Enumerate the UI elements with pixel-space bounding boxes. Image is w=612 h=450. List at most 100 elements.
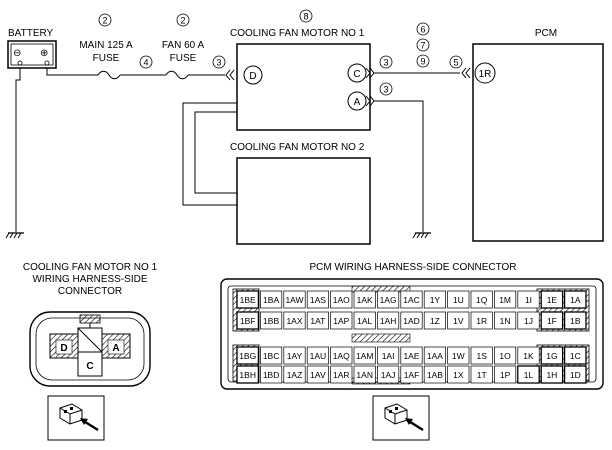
terminal-1r bbox=[474, 62, 496, 84]
pcm-pin-box bbox=[540, 290, 564, 309]
pcm-connector-title: PCM WIRING HARNESS-SIDE CONNECTOR bbox=[309, 262, 516, 273]
circled-number-pcm-mid: 7 bbox=[420, 41, 425, 51]
pcm-pin-label: 1AS bbox=[310, 295, 326, 305]
pcm-pin-label: 1AD bbox=[403, 316, 420, 326]
pcm-pin-label: 1AO bbox=[333, 295, 350, 305]
circled-number-before-d: 3 bbox=[216, 58, 221, 68]
pcm-pin-label: 1G bbox=[546, 351, 557, 361]
circled-number-main-fuse: 2 bbox=[102, 16, 107, 26]
terminal-d-label: D bbox=[249, 71, 256, 82]
pcm-pin-label: 1W bbox=[452, 351, 465, 361]
pcm-pin-box bbox=[283, 365, 306, 384]
pcm-pin-label: 1H bbox=[546, 370, 557, 380]
pcm-pin-label: 1A bbox=[570, 295, 581, 305]
main-fuse-symbol bbox=[97, 70, 121, 80]
pcm-pin-label: 1AT bbox=[310, 316, 325, 326]
pcm-pin-box bbox=[353, 311, 376, 330]
motor2-label: COOLING FAN MOTOR NO 2 bbox=[230, 142, 365, 153]
pcm-pin-box bbox=[447, 365, 470, 384]
pcm-pin-label: 1AQ bbox=[333, 351, 350, 361]
pcm-pin-box bbox=[330, 290, 353, 309]
main-fuse-label-1: MAIN 125 A bbox=[79, 40, 133, 51]
circled-number-c-out: 3 bbox=[383, 58, 388, 68]
pcm-pin-box bbox=[540, 346, 564, 365]
pcm-pin-label: 1AW bbox=[285, 295, 303, 305]
pcm-pin-label: 1AK bbox=[357, 295, 373, 305]
pcm-pin-box bbox=[540, 365, 564, 384]
pcm-pin-box bbox=[330, 311, 353, 330]
fan-fuse-symbol bbox=[165, 70, 189, 80]
pcm-pin-label: 1BH bbox=[239, 370, 256, 380]
battery-symbol bbox=[7, 40, 57, 69]
pcm-pin-label: 1U bbox=[453, 295, 464, 305]
pcm-pin-box bbox=[447, 311, 470, 330]
pcm-pin-box bbox=[306, 365, 329, 384]
circled-number-a-out: 3 bbox=[383, 85, 388, 95]
connector-chevron-1r bbox=[461, 67, 471, 79]
pcm-pin-box bbox=[447, 290, 470, 309]
motor1-label: COOLING FAN MOTOR NO 1 bbox=[230, 28, 365, 39]
pcm-pin-box bbox=[494, 311, 517, 330]
pcm-pin-box bbox=[260, 346, 283, 365]
pcm-pin-box bbox=[306, 311, 329, 330]
pcm-pin-box bbox=[423, 365, 446, 384]
circled-number-pcm-in: 5 bbox=[453, 58, 458, 68]
pcm-pin-label: 1L bbox=[524, 370, 534, 380]
pcm-pin-box bbox=[447, 346, 470, 365]
pcm-pin-label: 1K bbox=[523, 351, 534, 361]
circled-number-motor1: 8 bbox=[303, 12, 308, 22]
terminal-1r-label: 1R bbox=[479, 69, 492, 80]
ground-icon-battery bbox=[5, 232, 24, 239]
pcm-pin-label: 1BE bbox=[240, 295, 256, 305]
pcm-pin-box bbox=[517, 311, 540, 330]
pcm-pin-box bbox=[236, 290, 260, 309]
pcm-pin-label: 1AJ bbox=[381, 370, 396, 380]
pcm-pin-label: 1B bbox=[570, 316, 581, 326]
pcm-pin-box bbox=[260, 311, 283, 330]
pcm-pin-label: 1BF bbox=[240, 316, 256, 326]
pcm-pin-box bbox=[494, 365, 517, 384]
pcm-pin-label: 1AP bbox=[333, 316, 349, 326]
battery-plus-icon: ⊕ bbox=[40, 48, 48, 59]
pcm-pin-label: 1P bbox=[500, 370, 511, 380]
pcm-pin-label: 1AH bbox=[380, 316, 397, 326]
pcm-pin-box bbox=[330, 365, 353, 384]
terminal-c-label: C bbox=[353, 69, 360, 80]
pcm-pin-label: 1O bbox=[499, 351, 511, 361]
terminal-a bbox=[347, 91, 367, 111]
pcm-pin-box bbox=[353, 365, 376, 384]
pcm-pin-label: 1AY bbox=[287, 351, 303, 361]
fan-connector-face bbox=[29, 311, 151, 387]
pcm-pin-label: 1AR bbox=[333, 370, 350, 380]
pcm-pin-box bbox=[470, 290, 493, 309]
pcm-pin-label: 1I bbox=[525, 295, 532, 305]
pcm-pin-label: 1AZ bbox=[287, 370, 303, 380]
pcm-pin-box bbox=[517, 290, 540, 309]
pcm-pin-box bbox=[400, 311, 423, 330]
pcm-pin-box bbox=[260, 290, 283, 309]
main-fuse-label-2: FUSE bbox=[93, 53, 120, 64]
pcm-pin-box bbox=[236, 311, 260, 330]
circled-number-fan-fuse: 2 bbox=[180, 16, 185, 26]
pcm-pin-box bbox=[423, 346, 446, 365]
fan-fuse-label-1: FAN 60 A bbox=[162, 40, 205, 51]
pcm-pin-label: 1AL bbox=[357, 316, 372, 326]
pcm-pin-label: 1M bbox=[499, 295, 511, 305]
pcm-pin-label: 1AA bbox=[427, 351, 443, 361]
pcm-pin-box bbox=[283, 346, 306, 365]
fan-connector-title-2: WIRING HARNESS-SIDE bbox=[32, 274, 147, 285]
pcm-pin-label: 1J bbox=[524, 316, 533, 326]
pcm-pin-label: 1BC bbox=[263, 351, 280, 361]
pcm-pin-box bbox=[377, 365, 400, 384]
pcm-pin-label: 1S bbox=[476, 351, 487, 361]
pcm-pin-box bbox=[423, 311, 446, 330]
pcm-label: PCM bbox=[535, 28, 557, 39]
pcm-pin-label: 1F bbox=[547, 316, 557, 326]
pcm-pin-box bbox=[306, 290, 329, 309]
pcm-pin-label: 1AI bbox=[382, 351, 395, 361]
battery-label: BATTERY bbox=[8, 28, 54, 39]
terminal-d bbox=[243, 65, 263, 85]
pcm-pin-label: 1V bbox=[453, 316, 464, 326]
fan-pin-a: A bbox=[112, 343, 119, 354]
pcm-pin-label: 1AE bbox=[403, 351, 419, 361]
